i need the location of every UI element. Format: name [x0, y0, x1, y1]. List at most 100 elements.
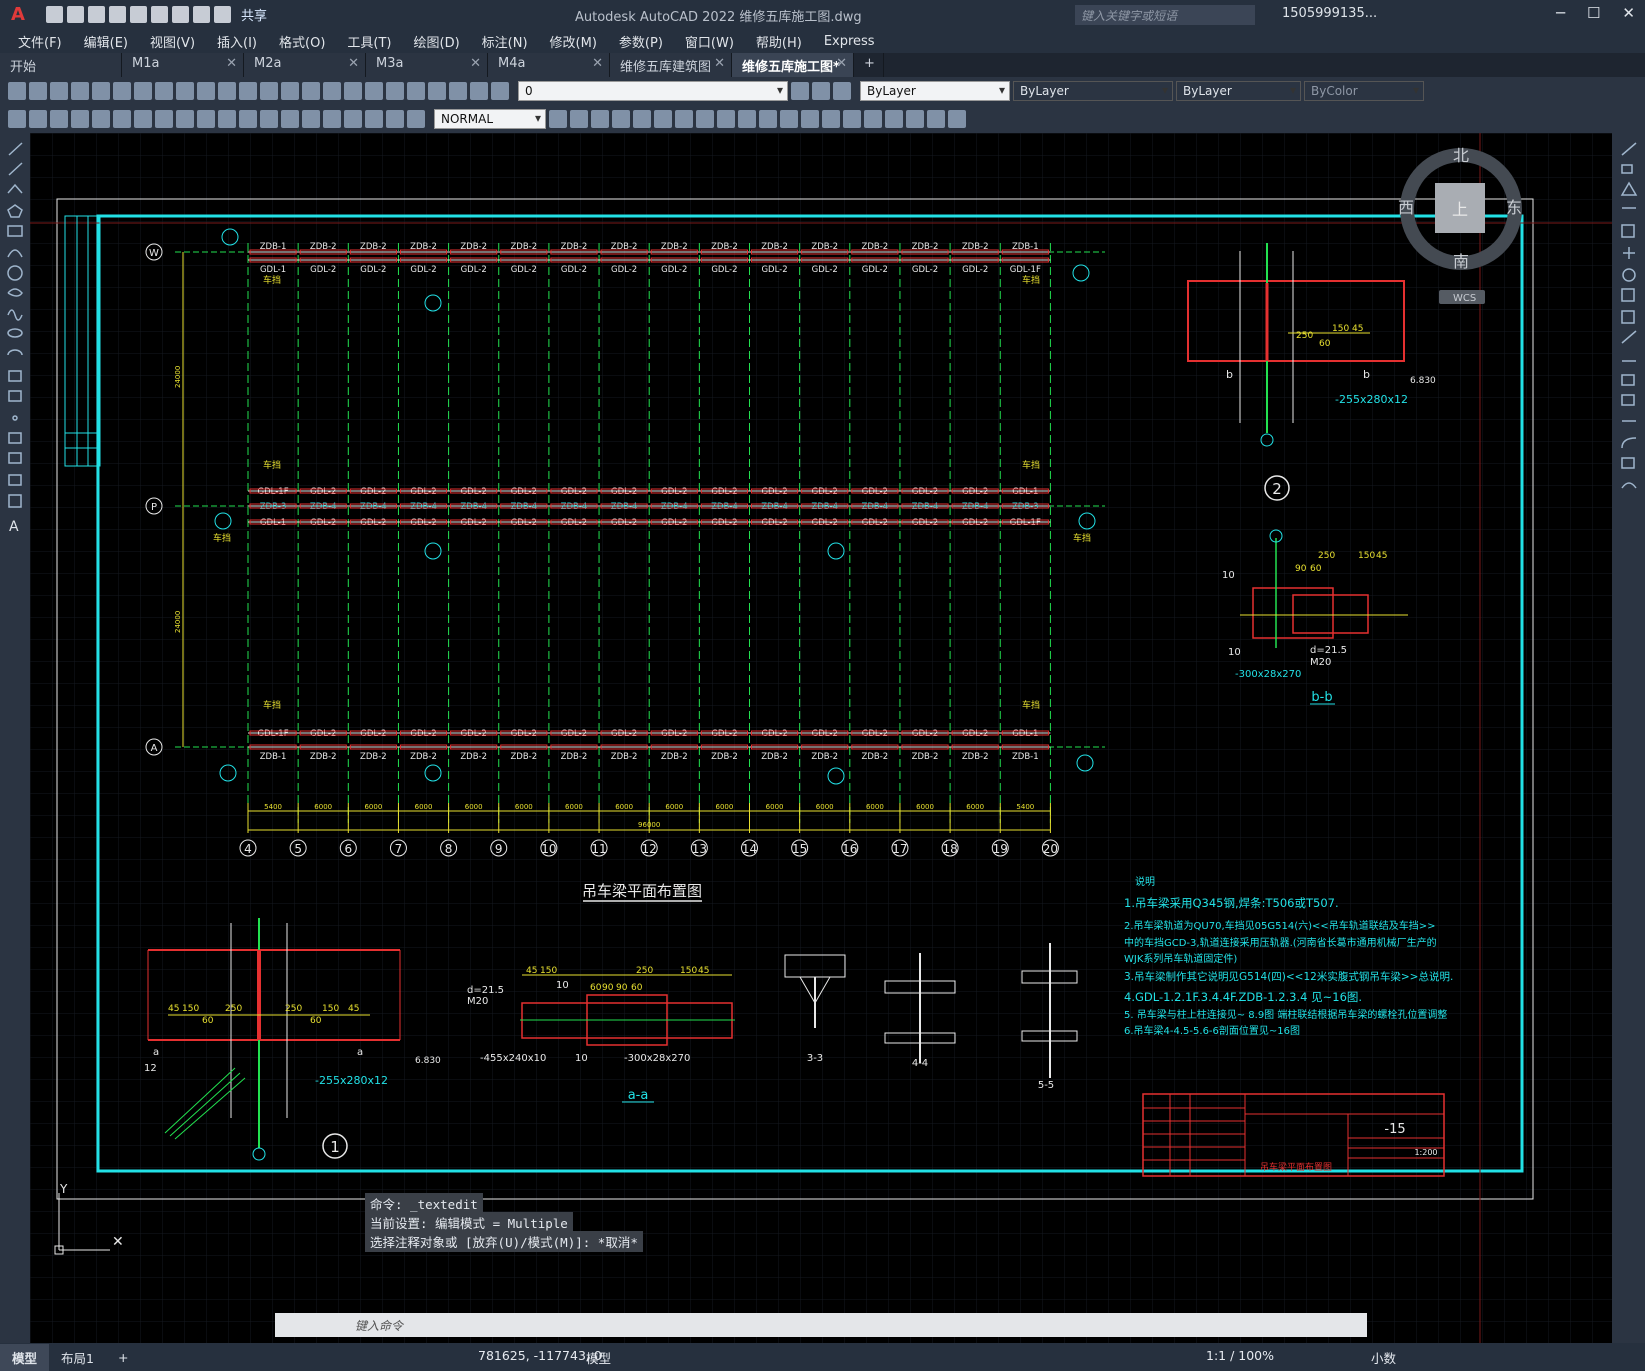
linetype-dropdown[interactable]: ByLayer — [1013, 81, 1173, 101]
layer-previous-icon[interactable] — [812, 82, 830, 100]
revision-cloud-icon[interactable] — [7, 288, 23, 297]
jogged-linear-icon[interactable] — [344, 110, 362, 128]
plot-icon[interactable] — [172, 6, 189, 23]
dim-arc-icon[interactable] — [50, 110, 68, 128]
gradient-icon[interactable] — [8, 452, 22, 464]
save-icon[interactable] — [88, 6, 105, 23]
polyline-icon[interactable] — [7, 183, 23, 194]
rotate-icon[interactable] — [1622, 268, 1636, 282]
command-input[interactable]: 键入命令 — [275, 1313, 1367, 1337]
orbit-icon[interactable] — [948, 110, 966, 128]
menu-item-10[interactable]: 窗口(W) — [684, 35, 734, 51]
wcs-menu[interactable] — [1439, 290, 1485, 304]
dim-linear-icon[interactable] — [8, 110, 26, 128]
dim-edit-icon[interactable] — [365, 110, 383, 128]
dim-style-icon[interactable] — [549, 110, 567, 128]
light-icon[interactable] — [843, 110, 861, 128]
zoom-previous-icon[interactable] — [323, 82, 341, 100]
wcs-label[interactable]: WCS — [1453, 293, 1476, 304]
tab-start[interactable]: 开始 — [0, 53, 122, 77]
menu-item-0[interactable]: 文件(F) — [18, 35, 62, 51]
fillet-icon[interactable] — [1621, 437, 1637, 449]
make-block-icon[interactable] — [8, 390, 22, 402]
close-icon[interactable]: ✕ — [836, 56, 847, 71]
redo-icon[interactable] — [214, 6, 231, 23]
maximize-icon[interactable]: ☐ — [1586, 4, 1601, 22]
stretch-icon[interactable] — [1621, 310, 1635, 324]
dim-break-icon[interactable] — [260, 110, 278, 128]
help-icon[interactable] — [470, 82, 488, 100]
dimstyle-dropdown[interactable]: NORMAL — [434, 109, 546, 129]
construction-line-icon[interactable] — [8, 162, 23, 176]
dim-jogged-icon[interactable] — [113, 110, 131, 128]
dim-baseline-icon[interactable] — [197, 110, 215, 128]
match-icon[interactable] — [197, 82, 215, 100]
ellipse-icon[interactable] — [7, 328, 23, 338]
paste-icon[interactable] — [176, 82, 194, 100]
subtract-icon[interactable] — [633, 110, 651, 128]
tab-m2a[interactable]: M2a✕ — [244, 53, 366, 77]
publish-icon[interactable] — [113, 82, 131, 100]
menu-item-2[interactable]: 视图(V) — [149, 35, 196, 51]
blend-icon[interactable] — [1621, 482, 1637, 489]
viewcube-north[interactable]: 北 — [1453, 146, 1469, 165]
close-icon[interactable]: ✕ — [226, 56, 237, 71]
close-icon[interactable]: ✕ — [592, 56, 603, 71]
visual-style-icon[interactable] — [780, 110, 798, 128]
center-mark-icon[interactable] — [302, 110, 320, 128]
copy-icon[interactable] — [155, 82, 173, 100]
extrude-icon[interactable] — [654, 110, 672, 128]
presspull-icon[interactable] — [738, 110, 756, 128]
new-icon[interactable] — [8, 82, 26, 100]
cut-icon[interactable] — [134, 82, 152, 100]
plotstyle-dropdown[interactable]: ByColor — [1304, 81, 1424, 101]
scale-icon[interactable] — [1621, 288, 1635, 302]
fly-icon[interactable] — [927, 110, 945, 128]
erase-icon[interactable] — [1621, 142, 1637, 156]
zoom-window-icon[interactable] — [302, 82, 320, 100]
menu-item-3[interactable]: 插入(I) — [217, 35, 258, 51]
menu-item-7[interactable]: 标注(N) — [481, 35, 528, 51]
arc-icon[interactable] — [7, 249, 23, 258]
copy-object-icon[interactable] — [1621, 164, 1633, 174]
undo-icon[interactable] — [193, 6, 210, 23]
polygon-icon[interactable] — [7, 204, 23, 218]
revolve-icon[interactable] — [675, 110, 693, 128]
material-icon[interactable] — [864, 110, 882, 128]
redo-icon[interactable] — [239, 82, 257, 100]
tab-m4a[interactable]: M4a✕ — [488, 53, 610, 77]
close-icon[interactable]: ✕ — [348, 56, 359, 71]
sheet-set-icon[interactable] — [407, 82, 425, 100]
plot-icon[interactable] — [71, 82, 89, 100]
search-input[interactable]: 键入关键字或短语 — [1075, 5, 1255, 25]
share-button[interactable]: 共享 — [241, 9, 268, 24]
quick-dim-icon[interactable] — [176, 110, 194, 128]
menu-item-1[interactable]: 编辑(E) — [83, 35, 128, 51]
dim-space-icon[interactable] — [239, 110, 257, 128]
tab-m3a[interactable]: M3a✕ — [366, 53, 488, 77]
dim-aligned-icon[interactable] — [29, 110, 47, 128]
move-icon[interactable] — [1623, 247, 1635, 259]
menu-item-9[interactable]: 参数(P) — [618, 35, 663, 51]
annotation-scale[interactable]: 1:1 / 100% — [1206, 1348, 1275, 1363]
viewcube-top-face[interactable] — [1435, 183, 1485, 233]
insert-block-icon[interactable] — [8, 370, 22, 382]
region-icon[interactable] — [8, 474, 22, 486]
design-center-icon[interactable] — [365, 82, 383, 100]
rectangle-icon[interactable] — [7, 225, 23, 237]
slice-icon[interactable] — [759, 110, 777, 128]
menu-item-4[interactable]: 格式(O) — [279, 35, 326, 51]
box-icon[interactable] — [570, 110, 588, 128]
line-icon[interactable] — [8, 142, 23, 156]
close-icon[interactable]: ✕ — [470, 56, 481, 71]
dim-diameter-icon[interactable] — [134, 110, 152, 128]
dim-radius-icon[interactable] — [92, 110, 110, 128]
trim-icon[interactable] — [1621, 330, 1637, 344]
open-icon[interactable] — [67, 6, 84, 23]
autocad-logo-icon[interactable]: A — [11, 4, 25, 25]
union-icon[interactable] — [612, 110, 630, 128]
properties-icon[interactable] — [344, 82, 362, 100]
point-icon[interactable] — [12, 415, 18, 421]
close-icon[interactable]: ✕ — [714, 56, 725, 71]
